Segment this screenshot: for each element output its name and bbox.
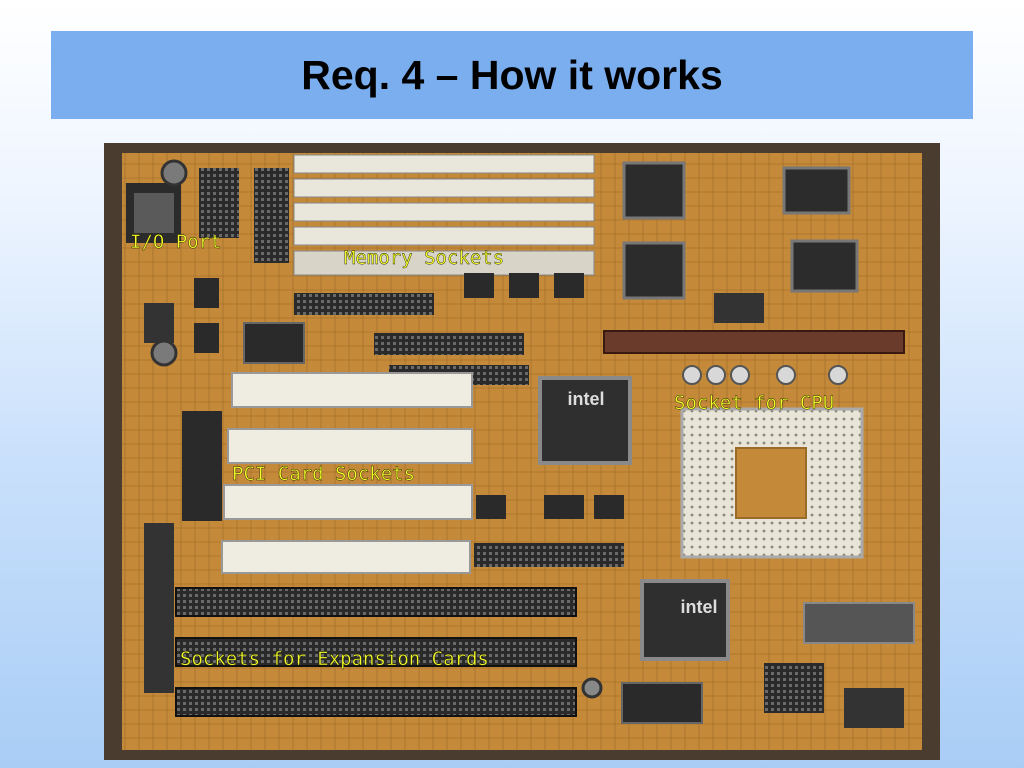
expansion-sockets-label: Sockets for Expansion Cards (180, 648, 489, 670)
cpu-socket-label: Socket for CPU (674, 392, 834, 414)
memory-sockets-label: Memory Sockets (344, 247, 504, 269)
expansion-sockets (175, 587, 577, 717)
intel-northbridge-chip: intel (538, 376, 632, 465)
svg-text:intel: intel (567, 389, 604, 409)
motherboard-photo: intel intel (104, 143, 940, 760)
pci-sockets-label: PCI Card Sockets (232, 463, 415, 485)
pci-card-sockets (221, 372, 473, 574)
cache-chips (622, 161, 859, 323)
motherboard-illustration: intel intel (104, 143, 940, 760)
capacitors (682, 365, 848, 385)
slide-title: Req. 4 – How it works (301, 51, 723, 98)
memory-sockets (293, 154, 595, 276)
cpu-socket (680, 407, 864, 559)
intel-southbridge-chip: intel (640, 579, 730, 661)
small-chips (194, 273, 584, 364)
io-port-label: I/O Port (130, 231, 222, 253)
io-port-area (126, 159, 289, 367)
svg-text:intel: intel (680, 597, 717, 617)
title-bar: Req. 4 – How it works (51, 31, 973, 119)
